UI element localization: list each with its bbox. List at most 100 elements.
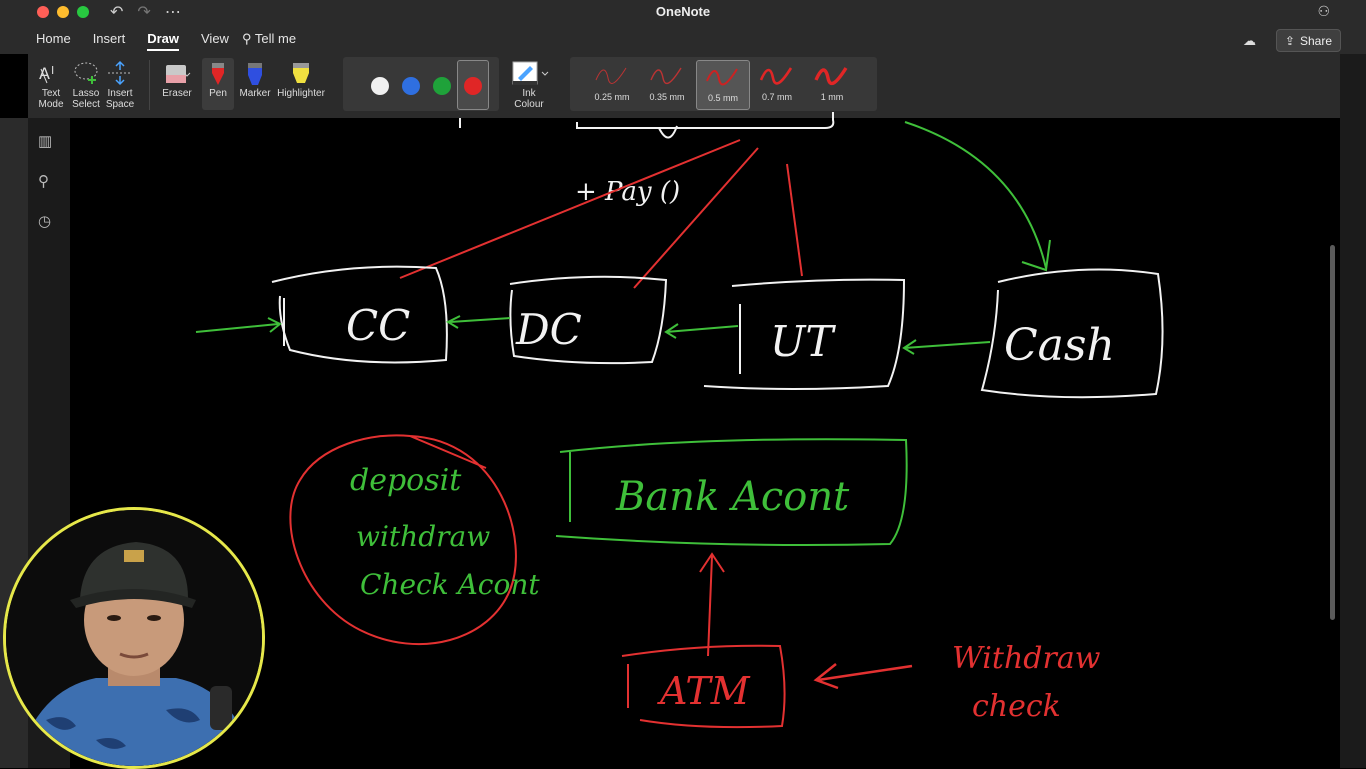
vertical-scrollbar[interactable] [1330, 245, 1335, 620]
zoom-window-button[interactable] [77, 6, 89, 18]
share-label: Share [1299, 33, 1332, 48]
ink-colour-icon [512, 61, 549, 85]
stroke-sample-icon [650, 67, 682, 85]
presenter-figure [6, 510, 262, 766]
atm-box [621, 644, 786, 729]
width-07-option[interactable]: 0.7 mm [751, 60, 803, 108]
atm-label: ATM [657, 669, 751, 713]
tab-home[interactable]: Home [36, 31, 71, 46]
undo-icon[interactable]: ↶ [110, 4, 124, 21]
text-mode-label-2: Mode [38, 99, 64, 110]
stroke-width-group: 0.25 mm 0.35 mm 0.5 mm 0.7 mm 1 mm [570, 57, 877, 111]
presenter-webcam [3, 507, 265, 769]
tab-insert[interactable]: Insert [92, 31, 126, 46]
lasso-icon [74, 62, 98, 84]
tab-view[interactable]: View [201, 31, 229, 46]
recent-notes-icon[interactable]: ◷ [38, 213, 52, 230]
note-canvas[interactable] [70, 118, 1340, 768]
box-cc-label: CC [346, 301, 410, 350]
tell-me-search[interactable]: ⚲ Tell me [242, 31, 296, 47]
eraser-button[interactable]: Eraser [158, 58, 196, 99]
share-button[interactable]: ⇪ Share [1275, 29, 1341, 52]
width-035-option[interactable]: 0.35 mm [641, 60, 693, 108]
color-blue-swatch[interactable] [402, 77, 420, 95]
ink-colour-label-2: Colour [514, 99, 544, 110]
notebooks-icon[interactable]: ▥ [38, 133, 53, 150]
menu-bar: Home Insert Draw View ⚲ Tell me ☁ ⇪ Shar… [0, 24, 1366, 54]
box-cc [271, 265, 448, 364]
width-1-option[interactable]: 1 mm [806, 60, 858, 108]
box-cash [980, 268, 1164, 399]
marker-button[interactable]: Marker [236, 58, 274, 99]
box-dc-label: DC [515, 305, 582, 354]
side-note-withdraw: Withdraw [952, 641, 1101, 676]
ink-layer: + Pay () CC DC UT Cash deposit withdraw … [195, 112, 1164, 729]
box-cash-label: Cash [1004, 320, 1115, 371]
svg-text:I: I [51, 64, 54, 77]
bank-account-label: Bank Acont [615, 474, 850, 520]
pay-note: + Pay () [575, 177, 680, 207]
highlighter-button[interactable]: Highlighter [274, 58, 328, 99]
close-window-button[interactable] [37, 6, 49, 18]
text-mode-label-1: Text [41, 88, 61, 99]
eraser-icon [166, 65, 191, 83]
width-label: 0.25 mm [594, 92, 630, 102]
svg-text:A: A [39, 64, 50, 83]
color-green-swatch[interactable] [433, 77, 451, 95]
window-title: OneNote [655, 4, 711, 19]
window-controls [37, 6, 89, 18]
red-line-to-cc [399, 139, 741, 279]
green-arrow-into-cc [195, 317, 282, 333]
color-red-swatch[interactable] [464, 77, 482, 95]
pen-button[interactable]: Pen [202, 58, 234, 110]
red-line-to-dc [633, 147, 759, 289]
insert-space-icon [108, 60, 132, 86]
share-icon: ⇪ [1284, 33, 1295, 48]
width-label: 0.7 mm [761, 92, 792, 102]
insert-space-label-1: Insert [107, 88, 133, 99]
insert-space-button[interactable]: Insert Space [104, 58, 136, 110]
search-icon[interactable]: ⚲ [38, 173, 49, 190]
highlighter-label: Highlighter [277, 88, 325, 99]
bank-account-box [555, 438, 908, 546]
box-ut [703, 278, 906, 390]
width-label: 1 mm [820, 92, 844, 102]
green-arrow-ut-to-dc [664, 323, 739, 339]
top-box-stroke [576, 112, 835, 129]
stroke-sample-icon [759, 67, 793, 85]
lasso-select-button[interactable]: Lasso Select [70, 58, 102, 110]
more-icon[interactable]: ⋯ [164, 4, 181, 21]
ink-colour-label-1: Ink [522, 88, 536, 99]
minimize-window-button[interactable] [57, 6, 69, 18]
circle-line-withdraw: withdraw [356, 520, 490, 553]
red-arrow-atm-to-bank [699, 552, 725, 657]
pen-icon [212, 63, 224, 85]
lasso-label-1: Lasso [72, 88, 100, 99]
ink-colour-button[interactable]: Ink Colour [506, 58, 552, 110]
stroke-sample-icon [706, 68, 738, 86]
lightbulb-icon: ⚲ [242, 31, 252, 46]
stroke-sample-icon [814, 67, 848, 86]
account-icon[interactable]: ⚇ [1317, 3, 1330, 19]
sync-cloud-icon[interactable]: ☁ [1243, 33, 1256, 48]
lasso-label-2: Select [72, 99, 100, 110]
redo-icon[interactable]: ↷ [137, 4, 151, 21]
color-white-swatch[interactable] [371, 77, 389, 95]
stroke-sample-icon [595, 67, 627, 84]
side-note-check: check [972, 689, 1061, 724]
width-05-option[interactable]: 0.5 mm [696, 60, 750, 110]
circle-line-check-account: Check Acont [360, 568, 540, 601]
title-bar: ↶ ↷ ⋯ OneNote ⚇ [0, 0, 1366, 24]
pen-label: Pen [209, 88, 227, 99]
green-arrowhead [1021, 239, 1051, 272]
selected-color-frame [457, 60, 489, 110]
circle-line-deposit: deposit [350, 463, 462, 498]
width-025-option[interactable]: 0.25 mm [586, 60, 638, 108]
eraser-label: Eraser [162, 88, 192, 99]
top-box-glyph [658, 125, 678, 139]
tab-draw[interactable]: Draw [147, 31, 179, 51]
pen-colors-group [343, 57, 499, 111]
